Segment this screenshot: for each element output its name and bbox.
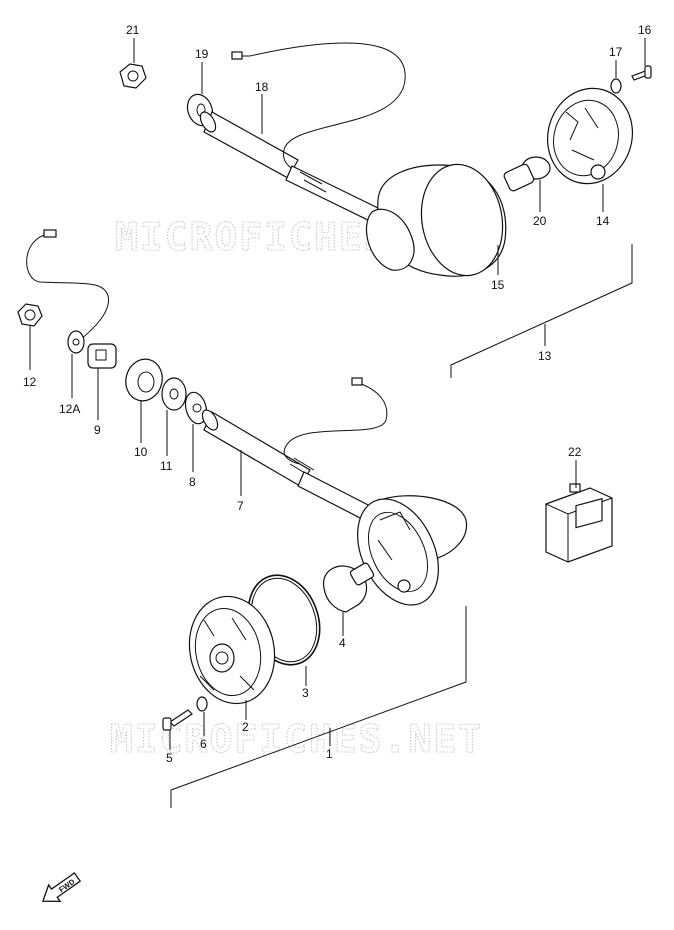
upper-wire-terminal: [231, 51, 243, 60]
callout-9: 9: [94, 423, 101, 437]
part-6-washer: [196, 696, 208, 712]
callout-7: 7: [237, 499, 244, 513]
part-5-screw: [162, 709, 193, 731]
bracket-1: [170, 606, 467, 808]
callout-2: 2: [242, 720, 249, 734]
part-2-lens: [188, 595, 276, 705]
part-10-grommet: [125, 358, 163, 402]
part-9-connector: [87, 343, 117, 369]
part-21-nut: [119, 63, 147, 89]
callout-14: 14: [596, 214, 610, 228]
callout-17: 17: [609, 45, 623, 59]
left-wire: [26, 233, 109, 341]
part-8-plate: [184, 391, 208, 425]
fwd-arrow-icon: FWD: [41, 872, 82, 903]
callout-3: 3: [302, 686, 309, 700]
lower-wire: [283, 381, 388, 465]
callout-22: 22: [568, 445, 582, 459]
part-14-lens: [546, 87, 634, 185]
part-22-relay: [545, 483, 613, 563]
callout-11: 11: [160, 459, 173, 473]
callout-12a: 12A: [59, 402, 80, 416]
lower-housing: [357, 495, 468, 606]
callout-18: 18: [255, 80, 269, 94]
part-17-washer: [610, 78, 622, 94]
part-12a-plate: [67, 330, 85, 354]
part-11-washer: [161, 377, 187, 411]
upper-shaft: [285, 165, 379, 223]
callout-19: 19: [195, 47, 209, 61]
left-wire-terminal: [43, 229, 57, 238]
part-16-screw: [631, 65, 652, 81]
callout-21: 21: [126, 23, 140, 37]
callout-15: 15: [491, 278, 505, 292]
part-20-bulb: [503, 156, 551, 192]
callout-1: 1: [326, 747, 333, 761]
callout-4: 4: [339, 636, 346, 650]
part-18-stem: [199, 111, 299, 179]
part-4-bulb: [322, 562, 375, 613]
callout-13: 13: [538, 349, 552, 363]
part-15-housing: [365, 163, 507, 277]
callout-12: 12: [23, 375, 37, 389]
upper-shaft-grip: [299, 171, 327, 193]
bracket-13: [450, 244, 633, 378]
callout-10: 10: [134, 445, 148, 459]
callout-5: 5: [166, 751, 173, 765]
callout-8: 8: [189, 475, 196, 489]
callout-6: 6: [200, 737, 207, 751]
callout-20: 20: [533, 214, 547, 228]
lower-wire-terminal: [351, 377, 363, 386]
callout-16: 16: [638, 23, 652, 37]
upper-wire: [236, 42, 406, 179]
part-12-nut: [17, 303, 43, 327]
part-7-stem: [201, 409, 315, 487]
